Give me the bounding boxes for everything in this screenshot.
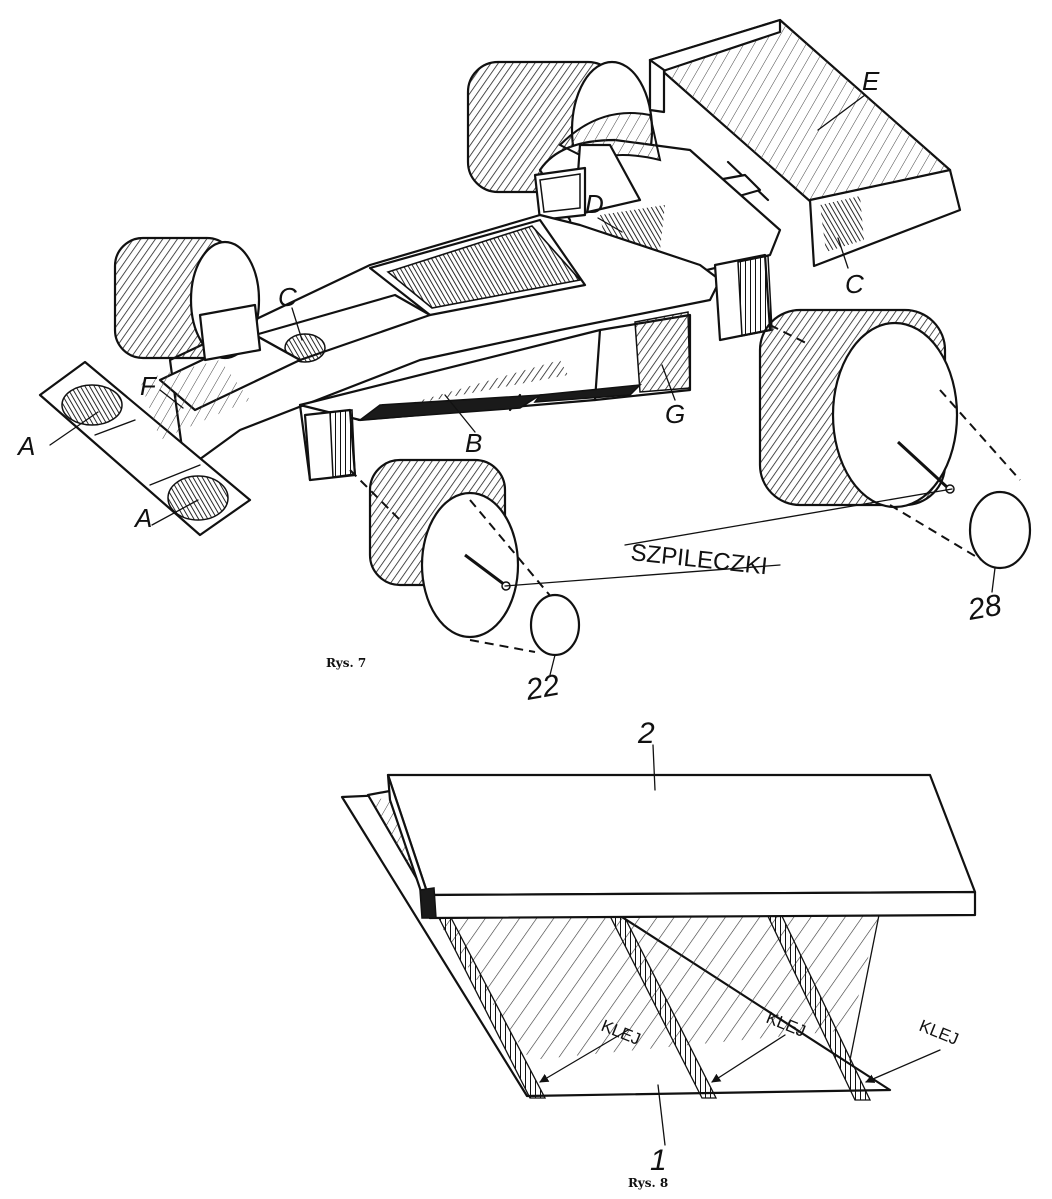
label-2: 2	[637, 717, 655, 750]
rear-wheel-hub-cap	[968, 490, 1032, 570]
label-22: 22	[523, 669, 563, 708]
front-right-wheel	[349, 458, 553, 653]
label-a-bottom: A	[133, 503, 152, 533]
klej-arrow-1	[539, 1029, 629, 1083]
wing-assembly-diagram: KLEJ KLEJ KLEJ 2 1 Rys. 8	[340, 717, 977, 1190]
caption-rys-7: Rys. 7	[326, 656, 366, 670]
rear-wing	[648, 18, 962, 268]
klej-arrow-3	[865, 1049, 941, 1083]
label-28: 28	[965, 589, 1005, 628]
rear-right-wheel	[758, 308, 1021, 566]
front-left-wheel	[113, 236, 262, 362]
klej-arrow-2	[711, 1034, 786, 1083]
label-e: E	[862, 66, 880, 96]
label-1: 1	[650, 1144, 667, 1177]
block-2	[386, 773, 977, 920]
front-wing	[38, 360, 252, 537]
label-d: D	[585, 189, 604, 219]
label-c-nose: C	[278, 282, 297, 312]
leader-lines	[49, 94, 996, 676]
label-c-wing: C	[845, 269, 864, 299]
label-szpileczki: SZPILECZKI	[629, 539, 768, 580]
label-klej-3: KLEJ	[917, 1016, 962, 1049]
car-body	[158, 213, 773, 482]
front-wheel-hub-cap	[529, 593, 581, 657]
glue-strips	[434, 911, 872, 1101]
label-a-top: A	[16, 431, 35, 461]
car-diagram: A A B C C D E F G SZPILECZKI 22 28 Rys. …	[16, 18, 1032, 708]
label-f: F	[140, 371, 158, 401]
label-g: G	[665, 399, 685, 429]
label-b: B	[465, 428, 482, 458]
caption-rys-8: Rys. 8	[628, 1176, 668, 1190]
